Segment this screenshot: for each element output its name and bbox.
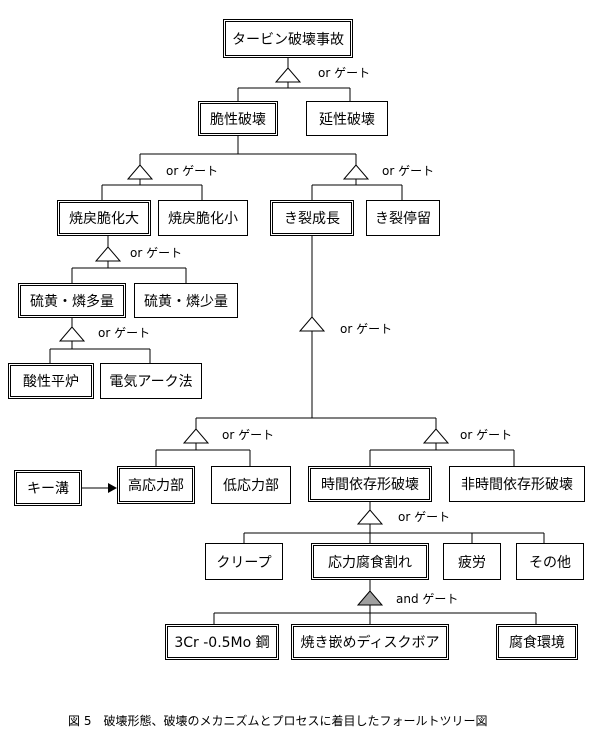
or-gate-8-symbol — [422, 428, 450, 444]
or-gate-6-label: or ゲート — [340, 322, 393, 336]
event-crack-growth: き裂成長 — [270, 200, 354, 236]
event-crack-arrest: き裂停留 — [366, 200, 440, 236]
or-gate-7-symbol — [182, 428, 210, 444]
or-gate-2-label: or ゲート — [166, 164, 219, 178]
event-shrink-fit-disc-bore: 焼き嵌めディスクボア — [291, 624, 449, 660]
or-gate-9-label: or ゲート — [398, 510, 451, 524]
or-gate-5-label: or ゲート — [98, 326, 151, 340]
and-gate-symbol — [356, 590, 384, 606]
figure-caption: 図 5 破壊形態、破壊のメカニズムとプロセスに着目したフォールトツリー図 — [68, 714, 488, 728]
event-sulfur-phosphorus-low: 硫黄・燐少量 — [134, 283, 238, 318]
event-non-time-dependent-fracture: 非時間依存形破壊 — [449, 466, 585, 502]
event-keyway: キー溝 — [14, 470, 82, 506]
or-gate-1-symbol — [274, 67, 302, 83]
event-acid-open-hearth: 酸性平炉 — [8, 363, 94, 399]
event-3cr-05mo-steel: 3Cr -0.5Mo 鋼 — [165, 624, 279, 660]
event-sulfur-phosphorus-high: 硫黄・燐多量 — [18, 283, 126, 318]
event-creep: クリープ — [205, 543, 283, 580]
or-gate-5-symbol — [58, 326, 86, 342]
or-gate-1-label: or ゲート — [318, 66, 371, 80]
and-gate-label: and ゲート — [396, 592, 459, 606]
event-high-stress-region: 高応力部 — [117, 466, 195, 504]
or-gate-7-label: or ゲート — [222, 428, 275, 442]
or-gate-4-symbol — [94, 246, 122, 262]
event-low-stress-region: 低応力部 — [211, 466, 291, 504]
or-gate-2-symbol — [126, 164, 154, 180]
event-time-dependent-fracture: 時間依存形破壊 — [308, 466, 432, 502]
or-gate-8-label: or ゲート — [460, 428, 513, 442]
or-gate-6-symbol — [298, 316, 326, 332]
event-fatigue: 疲労 — [443, 543, 501, 580]
event-stress-corrosion-cracking: 応力腐食割れ — [311, 543, 429, 580]
event-ductile-fracture: 延性破壊 — [306, 101, 388, 136]
keyway-arrowhead — [108, 483, 117, 493]
or-gate-9-symbol — [356, 509, 384, 525]
event-other: その他 — [516, 543, 584, 580]
event-brittle-fracture: 脆性破壊 — [198, 101, 278, 136]
or-gate-3-symbol — [342, 164, 370, 180]
event-temper-embrittlement-large: 焼戻脆化大 — [57, 200, 151, 236]
event-temper-embrittlement-small: 焼戻脆化小 — [158, 200, 248, 236]
or-gate-3-label: or ゲート — [382, 164, 435, 178]
or-gate-4-label: or ゲート — [130, 246, 183, 260]
event-corrosive-environment: 腐食環境 — [496, 624, 578, 660]
event-turbine-failure: タービン破壊事故 — [223, 19, 353, 58]
event-electric-arc-process: 電気アーク法 — [100, 363, 202, 399]
